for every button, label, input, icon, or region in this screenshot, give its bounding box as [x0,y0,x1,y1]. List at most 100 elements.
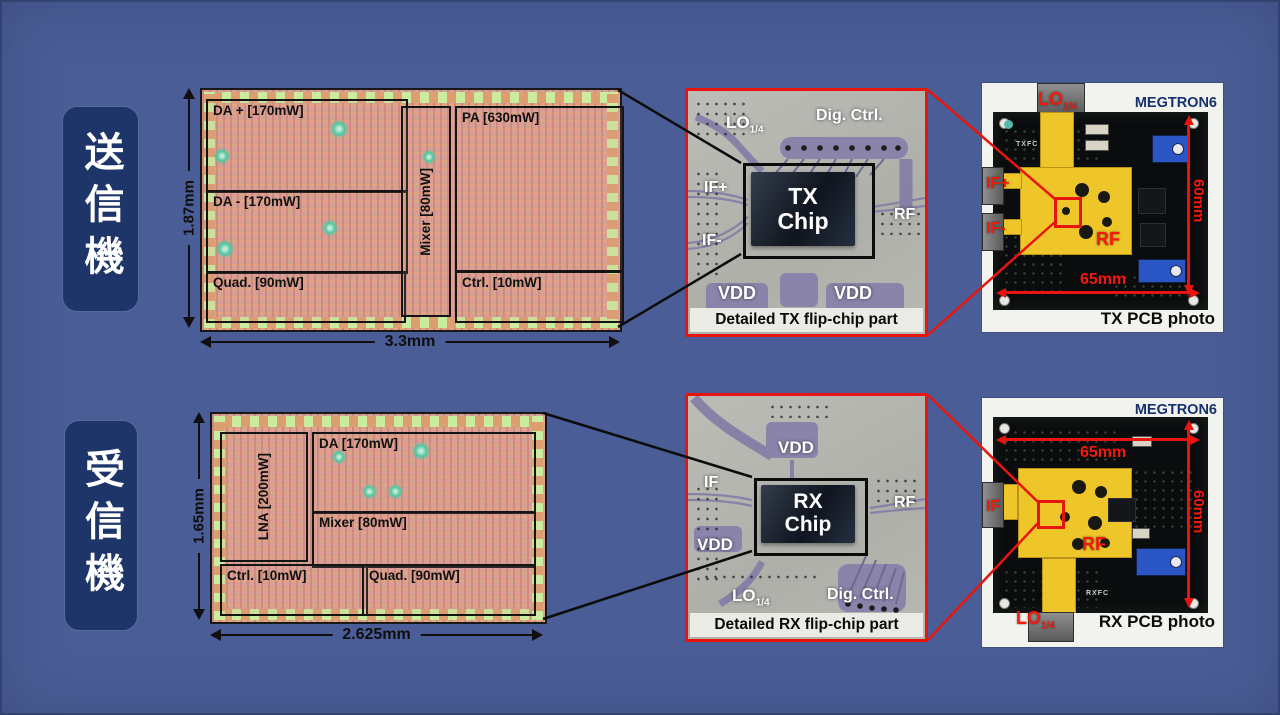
rx-chip: RX Chip [761,485,855,543]
tx-chip-outline [743,163,875,259]
pad-ring-top [204,92,618,103]
die-block-label: Mixer [80mW] [319,515,407,530]
rx-flip-chip-photo: VDD IF RF VDD LO1/4 Dig. Ctrl. RX Chip D… [685,393,928,642]
red-arrowhead-right-icon [1190,287,1200,298]
rx-side-label: 受信機 [65,421,137,630]
tx-pcb-caption: TX PCB photo [1100,309,1215,328]
ic-chip [1140,223,1166,247]
lo-feed-trace [1040,112,1074,170]
inductor [214,148,230,164]
tx-pcb-width-arrow [1000,291,1196,294]
board-hole [1088,516,1102,530]
inductor [322,220,338,236]
die-block-label: Mixer [80mW] [417,167,433,256]
tx-pcb-if-minus-label: IF- [986,220,1006,237]
red-arrowhead-up-icon [1183,115,1194,125]
rx-pcb-if-label: IF [986,498,1001,515]
tx-silkscreen: TXFC [1016,141,1039,148]
ic-chip [1138,188,1166,214]
via-dots [878,209,920,235]
pad-ring-bottom [204,317,618,328]
red-arrowhead-left-icon [996,434,1006,445]
tx-side-label-text: 送信機 [78,131,123,287]
arrowhead-left-icon [210,629,221,641]
pad-ring-left [214,416,225,620]
die-block-label: Quad. [90mW] [213,275,304,290]
teal-via [1004,120,1013,129]
die-block-ctrl: Ctrl. [10mW] [455,271,624,323]
rx-chip-label-line1: RX [793,490,823,514]
rx-silkscreen: RXFC [1086,590,1110,597]
rx-chip-label-line2: Chip [784,513,832,536]
rx-pcb-height-arrow [1187,426,1190,602]
rx-flip-chip-location-marker [1037,500,1065,529]
tx-flip-chip-location-marker [1054,197,1082,228]
inductor [332,450,346,464]
pad-ring-right [532,416,543,620]
trimmer-pot [1138,259,1186,283]
red-arrowhead-up-icon [1183,420,1194,430]
board-hole [1100,538,1110,548]
rx-die-width-dimension: 2.625mm [210,624,543,646]
via-dots [874,476,920,502]
rx-pcb-rf-label: RF [1082,534,1106,554]
rx-die-height-label: 1.65mm [189,479,209,553]
die-block-da-minus: DA - [170mW] [206,190,408,274]
board-hole [1075,183,1089,197]
rx-flip-dig-ctrl-label: Dig. Ctrl. [827,586,894,603]
arrowhead-down-icon [193,609,205,620]
tx-pcb-material-label: MEGTRON6 [1134,95,1217,111]
die-block-label: Ctrl. [10mW] [227,568,307,583]
tx-pcb-height-label: 60mm [1190,179,1207,223]
tx-die-width-label: 3.3mm [374,333,446,351]
rx-flip-lo-label: LO1/4 [732,586,770,609]
ic-chip [1108,498,1136,522]
die-block-label: LNA [200mW] [255,453,271,541]
tx-pcb-if-plus-label: IF+ [986,175,1010,192]
rx-pcb-material-label: MEGTRON6 [1134,402,1217,418]
lo-feed-trace [1042,558,1076,613]
tx-die-photo: DA + [170mW] DA - [170mW] Quad. [90mW] M… [200,88,624,332]
tx-flip-vdd-left-label: VDD [718,283,757,303]
via-dots [702,572,822,584]
inductor [388,484,403,499]
tx-chip: TX Chip [751,172,855,246]
die-block-mixer: Mixer [80mW] [312,511,536,568]
tx-pcb-lo-label: LO1/4 [1038,89,1077,113]
tx-flip-lo-label: LO1/4 [726,113,764,136]
arrowhead-right-icon [532,629,543,641]
arrowhead-up-icon [183,88,195,99]
rx-pcb-panel: RXFC MEGTRON6 65mm 60mm IF RF LO1/4 RX P… [982,398,1223,647]
board-hole [1095,486,1107,498]
die-block-mixer: Mixer [80mW] [401,106,451,317]
die-block-label: Ctrl. [10mW] [462,275,542,290]
die-block-label: DA - [170mW] [213,194,301,209]
rx-flip-vdd-top-label: VDD [778,438,814,457]
inductor [330,120,348,138]
red-arrowhead-down-icon [1183,285,1194,295]
arrowhead-up-icon [193,412,205,423]
arrowhead-left-icon [200,336,211,348]
die-block-label: PA [630mW] [462,110,540,125]
arrowhead-down-icon [183,317,195,328]
tx-die-height-dimension: 1.87mm [176,88,202,328]
board-hole [1079,225,1093,239]
red-arrowhead-down-icon [1183,598,1194,608]
tx-die-width-dimension: 3.3mm [200,331,620,353]
die-block-pa: PA [630mW] [455,106,624,272]
die-block-da: DA [170mW] [312,432,536,514]
pad-ring-top [214,416,543,427]
tx-pcb-panel: TXFC LO1/4 MEGTRON6 IF+ IF- RF 65mm 60mm… [982,83,1223,332]
die-block-label: Quad. [90mW] [369,568,460,583]
tx-flip-if-plus-label: IF+ [704,179,728,196]
red-arrowhead-right-icon [1190,434,1200,445]
inductor [412,442,430,460]
die-block-quad: Quad. [90mW] [362,564,536,616]
tx-flip-rf-label: RF [894,206,916,223]
via-grid [1132,468,1192,528]
tx-flip-vdd-right-label: VDD [834,283,873,303]
smd-component [1132,436,1152,447]
inductor [216,240,234,258]
pad-ring-left [204,92,215,328]
